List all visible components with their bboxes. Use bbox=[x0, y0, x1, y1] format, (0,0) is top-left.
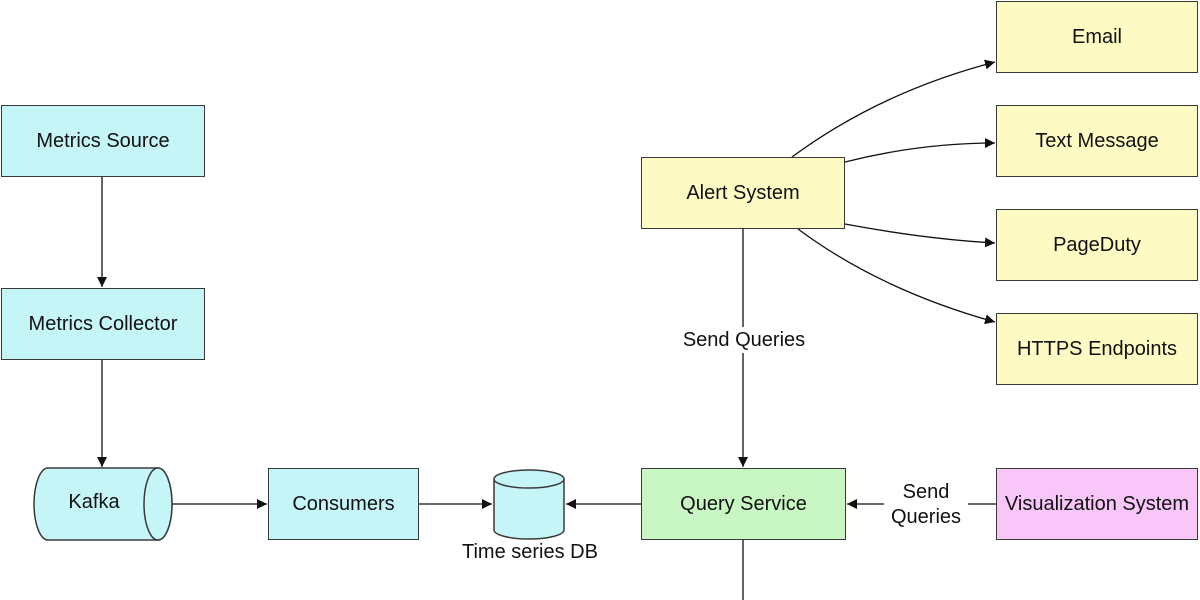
node-metrics-collector: Metrics Collector bbox=[1, 288, 205, 360]
node-label: HTTPS Endpoints bbox=[1016, 338, 1178, 360]
node-text-message: Text Message bbox=[996, 105, 1198, 177]
kafka-queue-shape bbox=[33, 467, 173, 541]
node-kafka-label: Kafka bbox=[68, 491, 120, 513]
node-query-service: Query Service bbox=[641, 468, 846, 540]
node-label: Text Message bbox=[1035, 130, 1159, 152]
database-shape bbox=[493, 469, 565, 540]
edge-label-send-queries: Send Queries bbox=[664, 327, 824, 353]
node-label: Query Service bbox=[680, 493, 807, 515]
edge-label-send-queries: Send Queries bbox=[884, 480, 968, 530]
node-pageduty: PageDuty bbox=[996, 209, 1198, 281]
edge-alert-to-email bbox=[791, 59, 996, 158]
node-email: Email bbox=[996, 1, 1198, 73]
node-label: Metrics Collector bbox=[28, 313, 178, 335]
node-metrics-source: Metrics Source bbox=[1, 105, 205, 177]
node-label: Consumers bbox=[292, 493, 395, 515]
node-label: Alert System bbox=[686, 182, 800, 204]
edge-alert-to-pageduty bbox=[844, 223, 996, 248]
node-label: Metrics Source bbox=[36, 130, 170, 152]
node-visualization-system: Visualization System bbox=[996, 468, 1198, 540]
node-time-series-db-label: Time series DB bbox=[462, 541, 598, 563]
edge-alert-to-text bbox=[844, 138, 996, 163]
node-label: Email bbox=[1071, 26, 1122, 48]
node-alert-system: Alert System bbox=[641, 157, 845, 229]
node-consumers: Consumers bbox=[268, 468, 419, 540]
node-label: PageDuty bbox=[1053, 234, 1141, 256]
node-https-endpoints: HTTPS Endpoints bbox=[996, 313, 1198, 385]
edge-alert-to-https bbox=[797, 228, 996, 325]
node-label: Visualization System bbox=[1004, 493, 1190, 515]
